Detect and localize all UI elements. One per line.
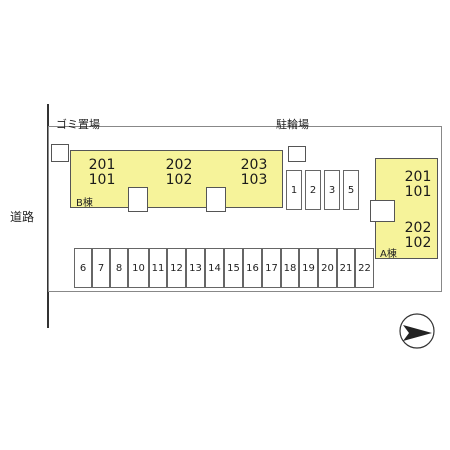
building-a-unit-upper: 201 101	[404, 169, 432, 200]
parking-stall: 20	[318, 248, 337, 288]
north-arrow-icon	[399, 313, 435, 349]
building-b-entrance-1	[128, 187, 148, 212]
parking-stall: 15	[224, 248, 243, 288]
parking-stall: 2	[305, 170, 321, 210]
parking-stall: 19	[299, 248, 318, 288]
parking-stall: 8	[110, 248, 128, 288]
parking-stall: 14	[205, 248, 224, 288]
parking-stall: 6	[74, 248, 92, 288]
parking-stall: 13	[186, 248, 205, 288]
road-label: 道路	[10, 210, 35, 224]
parking-stall: 7	[92, 248, 110, 288]
parking-stall: 10	[128, 248, 149, 288]
parking-stall: 5	[343, 170, 359, 210]
building-b: 201 101 202 102 203 103 B棟	[70, 150, 283, 209]
parking-stall: 3	[324, 170, 340, 210]
parking-stall: 1	[286, 170, 302, 210]
parking-stall: 16	[243, 248, 262, 288]
building-b-unit-3: 203 103	[240, 157, 268, 188]
building-b-label: B棟	[76, 198, 93, 209]
building-b-unit-2: 202 102	[165, 157, 193, 188]
garbage-area-box	[51, 144, 69, 162]
parking-stall: 12	[167, 248, 186, 288]
building-b-entrance-2	[206, 187, 226, 212]
garbage-area-label: ゴミ置場	[56, 118, 100, 131]
building-a-unit-lower: 202 102	[404, 220, 432, 251]
building-b-unit-1: 201 101	[88, 157, 116, 188]
bicycle-parking-label: 駐輪場	[276, 118, 309, 131]
building-a-label: A棟	[380, 249, 397, 260]
parking-stall: 21	[337, 248, 355, 288]
parking-stall: 17	[262, 248, 281, 288]
parking-stall: 18	[281, 248, 299, 288]
bicycle-parking-box	[288, 146, 306, 162]
parking-stall: 22	[355, 248, 374, 288]
building-a-entrance	[370, 200, 395, 222]
parking-stall: 11	[149, 248, 167, 288]
